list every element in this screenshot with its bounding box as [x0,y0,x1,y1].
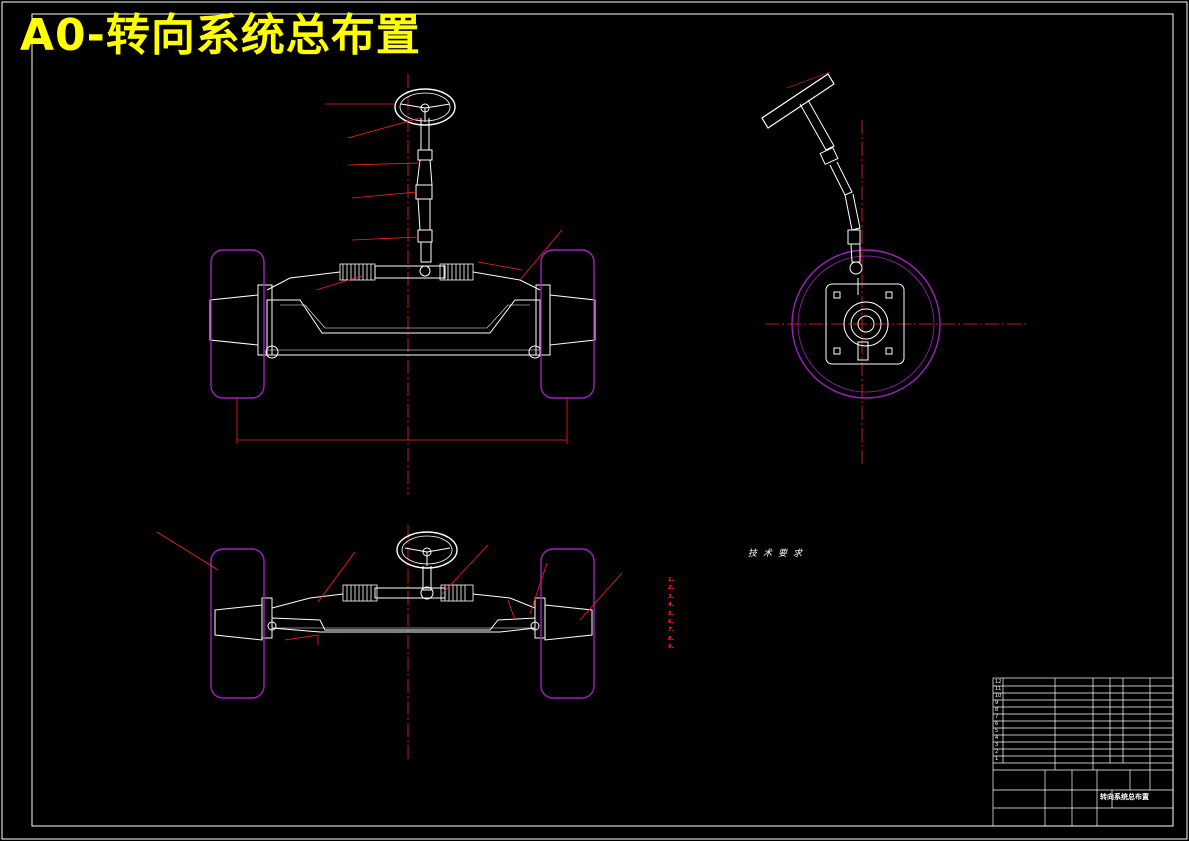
side-view [761,71,1028,465]
requirement-item: 2. [668,585,674,592]
technical-requirements-heading: 技术要求 [747,549,808,559]
part-number: 6 [995,721,999,727]
requirement-item: 4. [668,602,674,609]
title-block-drawing-name: 转向系统总布置 [1100,793,1149,801]
part-number: 7 [995,714,999,720]
part-number: 8 [995,707,999,713]
requirement-item: 6. [668,619,674,626]
part-number: 4 [995,735,999,741]
part-number: 5 [995,728,999,734]
top-view [209,74,596,495]
part-number: 12 [995,679,1002,685]
requirement-item: 8. [668,635,674,642]
part-number: 11 [995,686,1002,692]
front-view [156,525,623,762]
technical-requirements-list: 1. 2. 3. 4. 5. 6. 7. 8. 9. [668,576,968,652]
requirement-item: 5. [668,610,674,617]
part-number: 9 [995,700,999,706]
title-block [992,677,1174,827]
technical-requirements: 技术要求 1. 2. 3. 4. 5. 6. 7. 8. 9. [668,546,968,652]
requirement-item: 9. [668,644,674,651]
requirement-item: 1. [668,577,674,583]
part-number: 1 [995,756,999,762]
part-number: 2 [995,749,999,755]
requirement-item: 7. [668,627,674,634]
drawing-title: A0-转向系统总布置 [20,10,421,61]
requirement-item: 3. [668,593,674,600]
part-number: 10 [995,693,1002,699]
inner-frame [31,13,1174,827]
part-number: 3 [995,742,999,748]
